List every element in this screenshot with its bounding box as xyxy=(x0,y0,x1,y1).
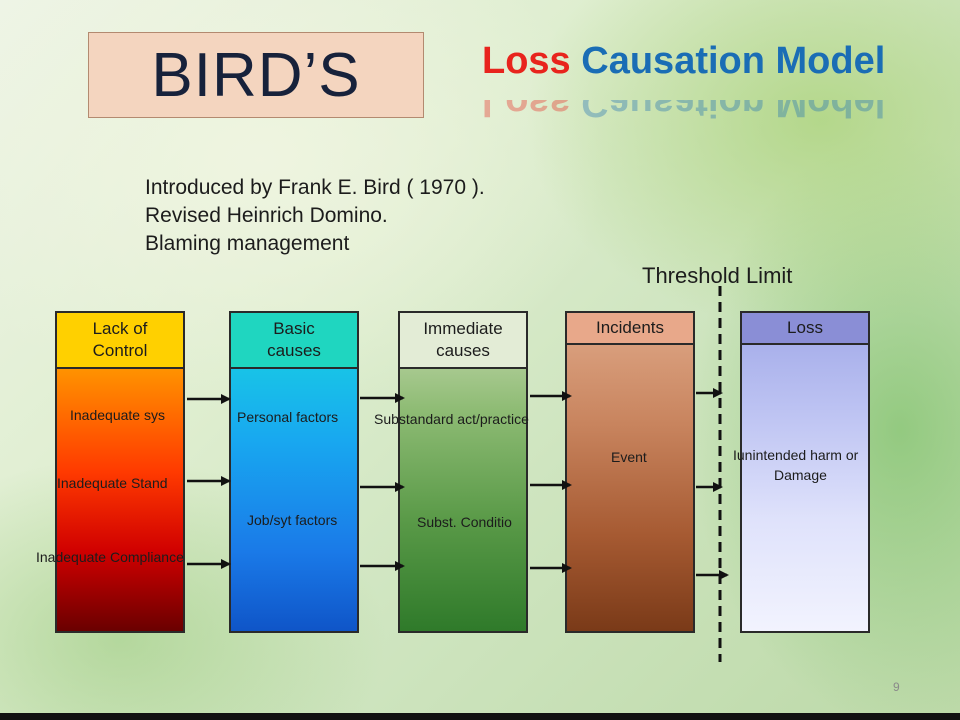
item-damage: Damage xyxy=(774,467,827,483)
threshold-dashed-line xyxy=(718,286,722,662)
column-loss: Loss xyxy=(740,311,870,633)
column-header-incidents: Incidents xyxy=(567,313,693,345)
column-incidents: Incidents xyxy=(565,311,695,633)
heading-word-loss: Loss xyxy=(482,40,571,82)
item-substandard-act: Substandard act/practice xyxy=(374,411,529,427)
column-header-lack-of-control: Lack of Control xyxy=(57,313,183,369)
intro-line-1: Introduced by Frank E. Bird ( 1970 ). xyxy=(145,176,485,199)
title-text: BIRD’S xyxy=(151,40,361,110)
column-immediate-causes: Immediate causes xyxy=(398,311,528,633)
slide-heading: Loss Causation Model xyxy=(482,40,885,83)
column-header-basic-causes: Basic causes xyxy=(231,313,357,369)
intro-line-2: Revised Heinrich Domino. xyxy=(145,204,388,227)
heading-word-causation-model: Causation Model xyxy=(581,40,886,82)
item-job-syt-factors: Job/syt factors xyxy=(247,512,338,528)
intro-line-3: Blaming management xyxy=(145,232,350,255)
item-inadequate-compliance: Inadequate Compliance xyxy=(36,549,184,565)
item-inadequate-sys: Inadequate sys xyxy=(70,407,165,423)
item-personal-factors: Personal factors xyxy=(237,409,339,425)
item-event: Event xyxy=(611,449,647,465)
item-inadequate-stand: Inadequate Stand xyxy=(57,475,168,491)
threshold-limit-label: Threshold Limit xyxy=(642,263,793,288)
item-subst-condition: Subst. Conditio xyxy=(417,514,512,530)
column-lack-of-control: Lack of Control xyxy=(55,311,185,633)
page-number: 9 xyxy=(893,680,900,694)
title-box: BIRD’S xyxy=(88,32,424,118)
item-unintended-harm: Iunintended harm or xyxy=(733,447,859,463)
column-basic-causes: Basic causes xyxy=(229,311,359,633)
column-header-loss: Loss xyxy=(742,313,868,345)
column-header-immediate-causes: Immediate causes xyxy=(400,313,526,369)
bottom-bar xyxy=(0,713,960,720)
